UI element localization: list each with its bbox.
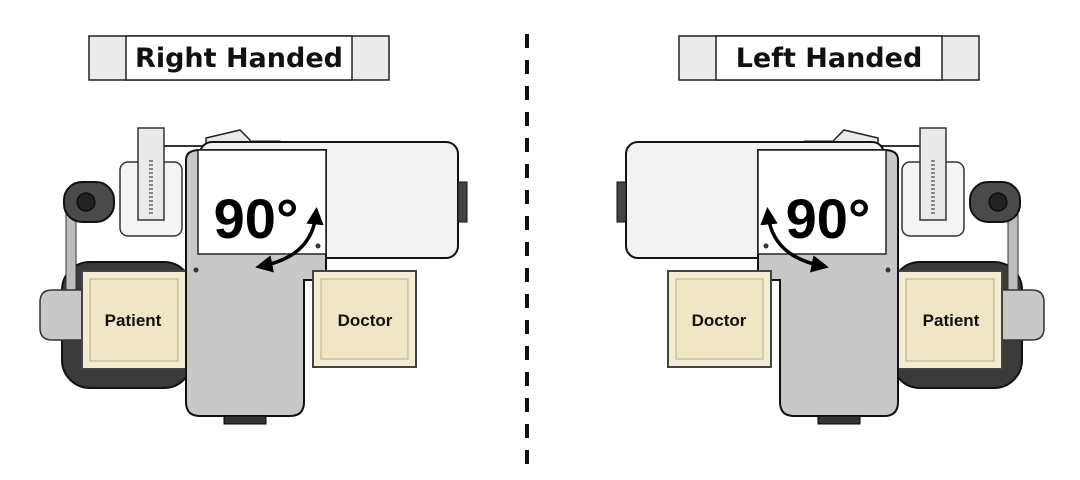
foot-pedal-lh: [817, 415, 861, 425]
left-handed-title-box: Left Handed: [678, 35, 980, 81]
foot-pedal: [223, 415, 267, 425]
delivery-system: [63, 127, 206, 237]
rotation-arrow: [255, 207, 324, 273]
doctor-label: Doctor: [338, 311, 393, 330]
right-handed-panel: Right Handed Patient: [39, 35, 468, 425]
patient-label: Patient: [105, 311, 162, 330]
rotation-arrow-lh: [760, 207, 829, 273]
doctor-seat: Doctor: [312, 270, 417, 368]
table-connector: [457, 181, 468, 223]
left-handed-equipment: [616, 127, 1045, 425]
patient-seat: Patient: [81, 270, 187, 370]
delivery-system-lh: [878, 127, 1021, 237]
headrest-lh: [1001, 289, 1045, 341]
doctor-label-lh: Doctor: [692, 311, 747, 330]
right-handed-title-box: Right Handed: [88, 35, 390, 81]
rotation-angle-lh: 90°: [786, 187, 871, 250]
left-handed-panel: Left Handed: [616, 35, 1045, 425]
right-handed-title: Right Handed: [135, 43, 343, 74]
patient-label-lh: Patient: [923, 311, 980, 330]
headrest: [39, 289, 83, 341]
left-handed-title: Left Handed: [736, 43, 923, 74]
rotation-angle: 90°: [214, 187, 299, 250]
